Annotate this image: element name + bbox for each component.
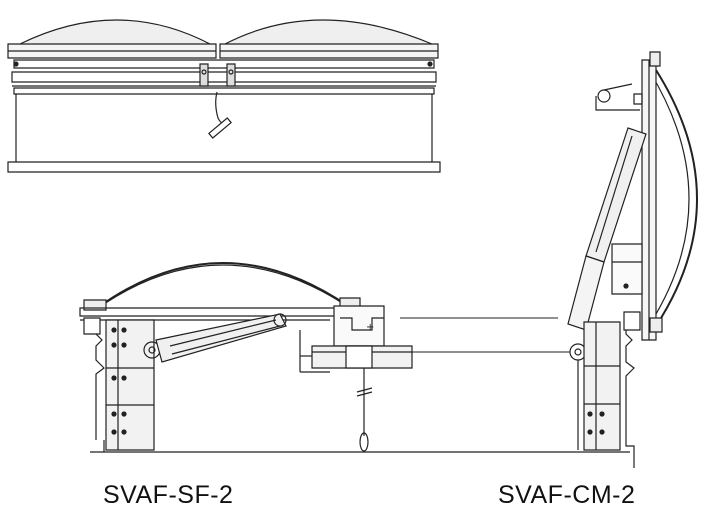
double-dome-front-view xyxy=(8,20,440,172)
caption-svaf-sf-2: SVAF-SF-2 xyxy=(103,481,234,509)
sf-actuator xyxy=(156,314,286,362)
hinge-right xyxy=(227,64,235,86)
sf-curb-wall xyxy=(106,320,154,450)
sf-lock-box xyxy=(334,306,384,346)
sf-dome xyxy=(100,263,348,306)
pull-cord xyxy=(216,92,226,123)
cm-dome xyxy=(656,70,697,326)
svaf-sf-2-section: + xyxy=(80,263,630,452)
left-dome-front xyxy=(20,20,210,44)
right-dome-front xyxy=(225,20,432,44)
frame-top-rail xyxy=(14,60,434,68)
cm-actuator xyxy=(586,128,646,262)
sf-pull-ring xyxy=(359,432,369,452)
cm-curb-wall xyxy=(584,322,620,450)
caption-svaf-cm-2: SVAF-CM-2 xyxy=(498,481,636,509)
frame-mid-rail xyxy=(12,72,436,82)
svaf-cm-2-section xyxy=(568,52,697,468)
pull-handle xyxy=(209,118,231,138)
sf-top-frame xyxy=(80,308,366,316)
curb-base xyxy=(8,162,440,172)
svg-text:+: + xyxy=(366,322,374,333)
hinge-left xyxy=(200,64,208,86)
